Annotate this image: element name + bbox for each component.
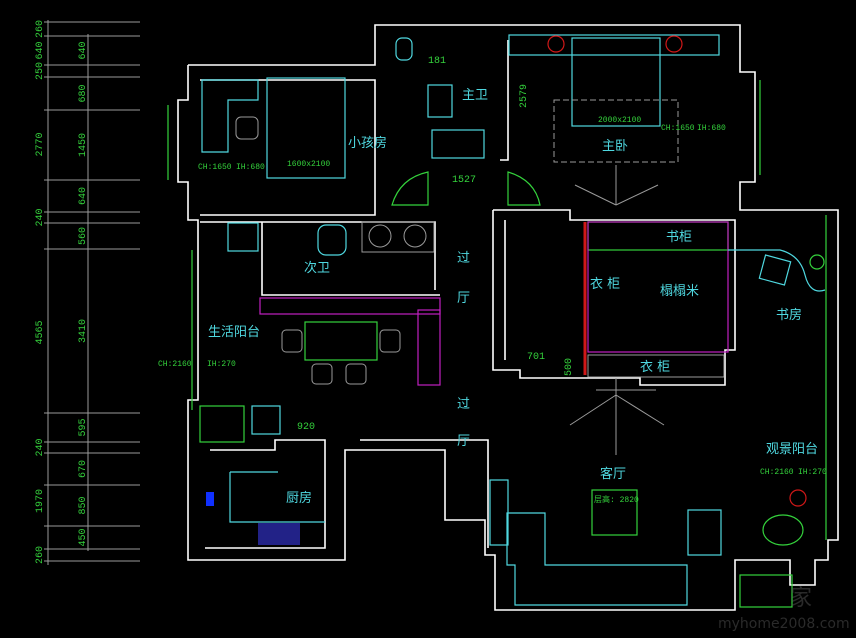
inner-dimension-label: 850	[78, 496, 89, 514]
kids-room-label: 小孩房	[348, 135, 387, 151]
rug	[553, 99, 679, 163]
kids-desk	[201, 79, 259, 153]
kids-bed-size: 1600x2100	[287, 160, 330, 169]
outer-dimension-label: 1970	[35, 489, 46, 513]
inner-dimension-label: 670	[78, 460, 89, 478]
door-swing	[507, 171, 541, 206]
armchair	[762, 514, 804, 546]
bookcase	[587, 221, 729, 251]
master-bed-size: 2000x2100	[598, 116, 641, 125]
storage	[259, 297, 441, 315]
outer-dimension-label: 260	[35, 20, 46, 38]
utility-balcony-ih: IH:270	[207, 360, 236, 369]
dim-500: 500	[564, 358, 575, 376]
lamp-icon	[789, 489, 807, 507]
lamp-icon	[547, 35, 565, 53]
wardrobe-1-label: 衣 柜	[590, 276, 620, 292]
wardrobe-2-label: 衣 柜	[640, 359, 670, 375]
dining-table	[304, 321, 378, 361]
inner-dimension-label: 1450	[78, 133, 89, 157]
toilet-2	[317, 224, 347, 256]
dim-2579: 2579	[519, 84, 530, 108]
outer-dimension-label: 240	[35, 208, 46, 226]
washer	[227, 222, 259, 252]
inner-dimension-label: 560	[78, 227, 89, 245]
stove	[258, 523, 300, 545]
storage-box	[739, 574, 793, 608]
master-ih: IH:680	[697, 124, 726, 133]
master-bed	[571, 37, 661, 127]
sink	[427, 84, 453, 118]
inner-dimension-label: 640	[78, 187, 89, 205]
coffee-table	[591, 489, 638, 536]
inner-dimension-label: 595	[78, 418, 89, 436]
hall-label-1a: 过	[457, 251, 470, 266]
bookcase-label: 书柜	[666, 230, 692, 245]
light-fixture	[569, 378, 665, 455]
bathtub	[431, 129, 485, 159]
light-fixture	[574, 165, 659, 206]
double-sink	[361, 221, 435, 253]
living-room-label: 客厅	[600, 466, 626, 482]
outer-dimension-label: 250	[35, 62, 46, 80]
inner-dimension-label: 3410	[78, 319, 89, 343]
watermark: 家 myhome2008.com	[718, 586, 850, 632]
lamp-icon	[665, 35, 683, 53]
inner-dimension-label: 640	[78, 41, 89, 59]
utility-balcony-ch: CH:2160	[158, 360, 192, 369]
study-label: 书房	[776, 307, 802, 323]
outer-dimension-label: 260	[35, 546, 46, 564]
tv-cabinet	[687, 509, 722, 556]
study-desk	[728, 249, 826, 292]
kitchen-counter	[229, 471, 325, 523]
kids-room-ih: IH:680	[236, 163, 265, 172]
view-balcony-label: 观景阳台	[766, 442, 818, 457]
tatami-label: 榻榻米	[660, 284, 699, 299]
furniture	[167, 34, 827, 608]
toilet	[395, 37, 413, 61]
outer-dimension-label: 240	[35, 438, 46, 456]
ceiling-height: 层高: 2820	[594, 494, 639, 505]
outer-dimension-label: 2770	[35, 132, 46, 156]
view-balcony-ih: IH:270	[798, 468, 827, 477]
master-bedroom-label: 主卧	[602, 139, 628, 154]
outer-dimension-label: 4565	[35, 320, 46, 344]
inner-dimension-label: 450	[78, 528, 89, 546]
dim-920: 920	[297, 422, 315, 433]
hall-label-2a: 过	[457, 397, 470, 412]
kids-room-ch: CH:1650	[198, 163, 232, 172]
watermark-url: myhome2008.com	[718, 616, 850, 632]
wardrobe-2	[587, 354, 725, 378]
master-ch: CH:1650	[661, 124, 695, 133]
kids-bed	[266, 77, 346, 179]
hall-label-1b: 厅	[457, 291, 470, 306]
utility-balcony-label: 生活阳台	[208, 325, 260, 340]
wardrobe-top	[508, 34, 720, 56]
door-swing	[391, 171, 429, 206]
dim-701: 701	[527, 352, 545, 363]
view-balcony-ch: CH:2160	[760, 468, 794, 477]
kids-chair	[235, 116, 259, 140]
study-chair	[758, 254, 792, 286]
cabinet	[417, 309, 441, 386]
room-labels: 小孩房 1600x2100 CH:1650 IH:680 主卫 181 1527…	[158, 56, 827, 506]
sofa	[506, 512, 688, 606]
plant-icon	[809, 254, 825, 270]
outer-dimension-label: 640	[35, 41, 46, 59]
hall-label-2b: 厅	[457, 434, 470, 449]
dim-181: 181	[428, 56, 446, 67]
dim-1527: 1527	[452, 175, 476, 186]
master-bath-label: 主卫	[462, 88, 488, 103]
walls	[177, 24, 839, 611]
second-bath-label: 次卫	[304, 260, 330, 276]
kitchen-label: 厨房	[286, 490, 312, 506]
storage-cabinet	[199, 405, 245, 443]
watermark-brand: 家	[790, 586, 812, 611]
dimension-chain-left: 260 640 250 2770 240 4565 240 1970 260 640 680 1450…	[35, 20, 140, 565]
inner-dimension-label: 680	[78, 84, 89, 102]
